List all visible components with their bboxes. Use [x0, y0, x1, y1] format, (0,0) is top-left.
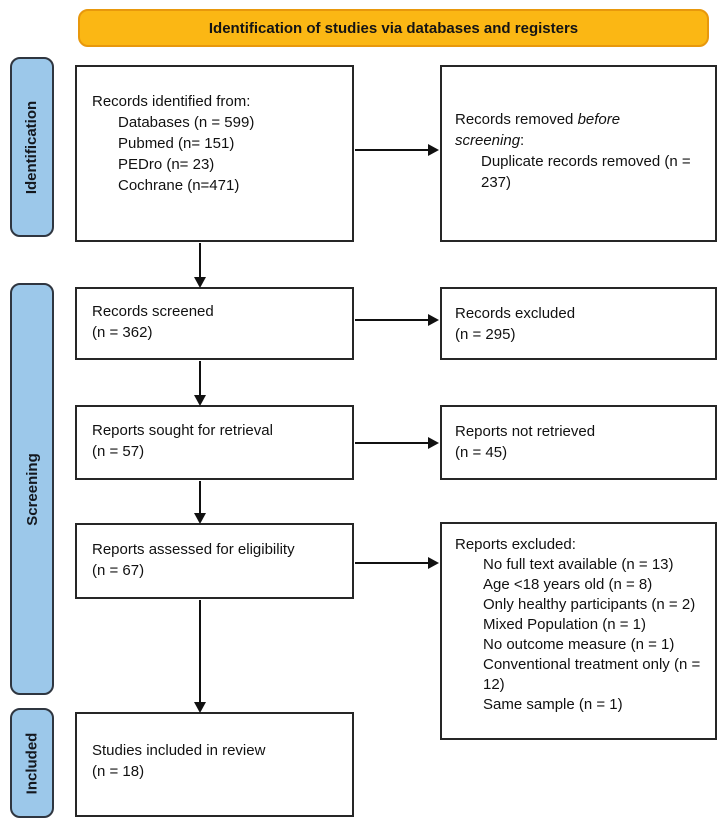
box-records-removed: Records removed before screening: Duplic…	[440, 65, 717, 242]
arrow-sought-to-not-retrieved	[355, 437, 439, 449]
list-item: Pubmed (n= 151)	[118, 135, 235, 152]
banner-identification-of-studies: Identification of studies via databases …	[78, 9, 709, 47]
arrow-identified-to-removed	[355, 144, 439, 156]
arrow-screened-to-excluded	[355, 314, 439, 326]
box-reports-not-retrieved: Reports not retrieved (n = 45)	[440, 405, 717, 480]
arrow-assessed-to-included	[194, 600, 206, 713]
phase-label-included-text: Included	[23, 732, 41, 794]
list-item: Only healthy participants (n = 2)	[483, 596, 696, 613]
box-studies-included: Studies included in review (n = 18)	[75, 712, 354, 817]
list-item: Databases (n = 599)	[118, 114, 255, 131]
box-records-identified: Records identified from: Databases (n = …	[75, 65, 354, 242]
arrow-screened-to-sought	[194, 361, 206, 406]
list-item: PEDro (n= 23)	[118, 156, 215, 173]
list-item: Duplicate records removed (n = 237)	[481, 153, 691, 191]
box-title: Records identified from:	[92, 93, 251, 110]
box-title: Records removed before screening:	[455, 111, 621, 149]
phase-label-screening-text: Screening	[23, 452, 41, 526]
list-item: Age <18 years old (n = 8)	[483, 576, 653, 593]
list-item: No outcome measure (n = 1)	[483, 636, 675, 653]
box-title: Reports excluded:	[455, 536, 576, 553]
phase-label-included: Included	[10, 708, 54, 818]
arrow-sought-to-assessed	[194, 481, 206, 524]
list-item: Conventional treatment only (n = 12)	[483, 656, 701, 693]
list-item: Mixed Population (n = 1)	[483, 616, 647, 633]
banner-title: Identification of studies via databases …	[208, 19, 579, 37]
box-records-excluded: Records excluded (n = 295)	[440, 287, 717, 360]
phase-label-identification-text: Identification	[23, 100, 41, 194]
arrow-assessed-to-reports-excluded	[355, 557, 439, 569]
list-item: No full text available (n = 13)	[483, 556, 674, 573]
list-item: Same sample (n = 1)	[483, 696, 623, 713]
italic-before-screening: before screening	[455, 111, 621, 149]
box-reports-excluded: Reports excluded: No full text available…	[440, 522, 717, 740]
list-item: Cochrane (n=471)	[118, 177, 240, 194]
phase-label-identification: Identification	[10, 57, 54, 237]
arrow-identified-to-screened	[194, 243, 206, 288]
box-records-screened: Records screened (n = 362)	[75, 287, 354, 360]
box-reports-sought: Reports sought for retrieval (n = 57)	[75, 405, 354, 480]
box-reports-assessed: Reports assessed for eligibility (n = 67…	[75, 523, 354, 599]
phase-label-screening: Screening	[10, 283, 54, 695]
